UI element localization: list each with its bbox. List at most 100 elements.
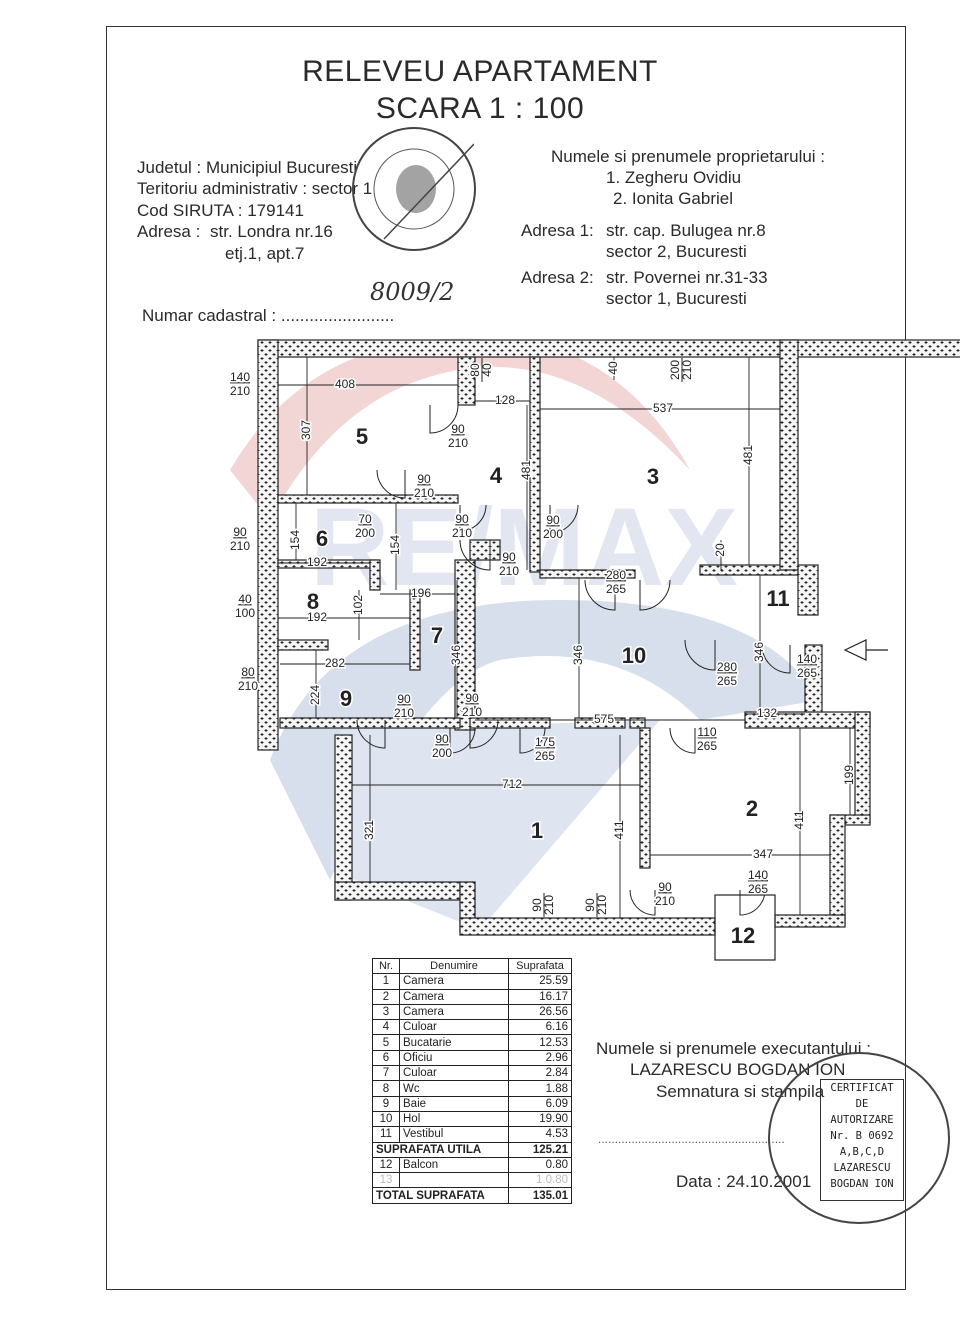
opening-width: 40 [238, 592, 252, 606]
opening-height: 265 [797, 666, 817, 680]
owner-2: 2. Ionita Gabriel [613, 189, 734, 208]
dimension-label: 154 [388, 535, 402, 555]
door-swing [519, 727, 546, 754]
cod-siruta: Cod SIRUTA : 179141 [137, 201, 304, 220]
row-name: Bucatarie [399, 1034, 509, 1051]
dimension-label: 347 [753, 847, 773, 861]
opening-width: 90 [530, 898, 544, 912]
row-area: 6.16 [508, 1019, 572, 1036]
room-number: 2 [746, 796, 758, 821]
executant-name: LAZARESCU BOGDAN ION [630, 1060, 846, 1079]
row-area: 4.53 [508, 1126, 572, 1143]
total-row-label: TOTAL SUPRAFATA [372, 1187, 509, 1204]
room-number: 3 [647, 464, 659, 489]
room-number: 11 [766, 586, 789, 611]
row-nr: 2 [372, 988, 400, 1005]
row-name: Baie [399, 1095, 509, 1112]
opening-height: 210 [230, 539, 250, 553]
opening-height: 210 [680, 360, 694, 380]
room-number: 6 [316, 526, 328, 551]
opening-width: 90 [417, 472, 431, 486]
row-name: Camera [399, 973, 509, 990]
door-swing [549, 504, 579, 534]
row-name: Camera [399, 1003, 509, 1021]
opening-width: 90 [455, 512, 469, 526]
wall [369, 559, 381, 591]
address1-line2: sector 2, Bucuresti [606, 242, 747, 261]
cert-line: A,B,C,D [839, 1146, 885, 1158]
address2-line1: str. Povernei nr.31-33 [606, 268, 768, 287]
wall [257, 339, 960, 358]
opening-width: 90 [451, 422, 465, 436]
door-swing [739, 889, 766, 916]
row-area: 1.88 [508, 1080, 572, 1097]
opening-width: 140 [748, 868, 768, 882]
wall [774, 914, 846, 928]
opening-height: 210 [230, 384, 250, 398]
cadastral-label: Numar cadastral : ......................… [142, 306, 395, 325]
opening-width: 90 [435, 732, 449, 746]
adresa-line1: str. Londra nr.16 [210, 222, 333, 241]
wall [469, 717, 551, 729]
wall [334, 881, 461, 901]
row-name: Balcon [399, 1156, 509, 1174]
address1-line1: str. cap. Bulugea nr.8 [606, 221, 766, 240]
opening-height: 210 [655, 894, 675, 908]
room-number: 8 [307, 589, 319, 614]
subtotal-row-label: SUPRAFATA UTILA [372, 1141, 509, 1158]
cert-line: DE [855, 1098, 869, 1110]
opening-width: 280 [717, 660, 737, 674]
opening-height: 200 [355, 526, 375, 540]
door-swing [449, 727, 476, 754]
dimension-lines [278, 357, 851, 918]
page-frame [106, 26, 906, 1290]
wall [639, 727, 651, 869]
door-swing [376, 469, 406, 499]
wall [539, 569, 636, 579]
balcony-outline [714, 894, 776, 961]
dimension-label: 199 [842, 765, 856, 785]
row-name: Wc [399, 1080, 509, 1097]
signature-line: ........................................… [598, 1132, 785, 1146]
opening-height: 265 [535, 749, 555, 763]
row-area: 1.0.80 [508, 1172, 572, 1189]
row-nr: 12 [372, 1156, 400, 1174]
header-denumire: Denumire [399, 957, 509, 975]
dimension-label: 132 [757, 706, 777, 720]
wall [574, 717, 626, 729]
dimension-label: 20 [713, 543, 727, 557]
dimension-label: 411 [792, 810, 806, 829]
row-area: 26.56 [508, 1003, 572, 1021]
certificate-box: CERTIFICAT DE AUTORIZARE Nr. B 0692 A,B,… [820, 1079, 904, 1201]
opening-height: 210 [595, 895, 609, 915]
row-name: Camera [399, 988, 509, 1005]
row-area: 6.09 [508, 1095, 572, 1112]
opening-width: 90 [397, 692, 411, 706]
opening-height: 210 [238, 679, 258, 693]
wall [277, 559, 379, 569]
door-swing [584, 579, 616, 611]
opening-height: 210 [394, 706, 414, 720]
opening-width: 80 [468, 363, 482, 377]
door-swing [469, 719, 499, 749]
dimension-label: 712 [502, 777, 522, 791]
opening-width: 280 [606, 568, 626, 582]
row-name: Vestibul [399, 1126, 509, 1143]
executant-label: Numele si prenumele executantului : [596, 1039, 871, 1058]
dimension-label: 575 [594, 712, 614, 726]
room-number: 10 [622, 643, 646, 668]
dimension-label: 196 [411, 586, 431, 600]
wall [779, 339, 799, 571]
cert-line: Nr. B 0692 [830, 1130, 894, 1142]
